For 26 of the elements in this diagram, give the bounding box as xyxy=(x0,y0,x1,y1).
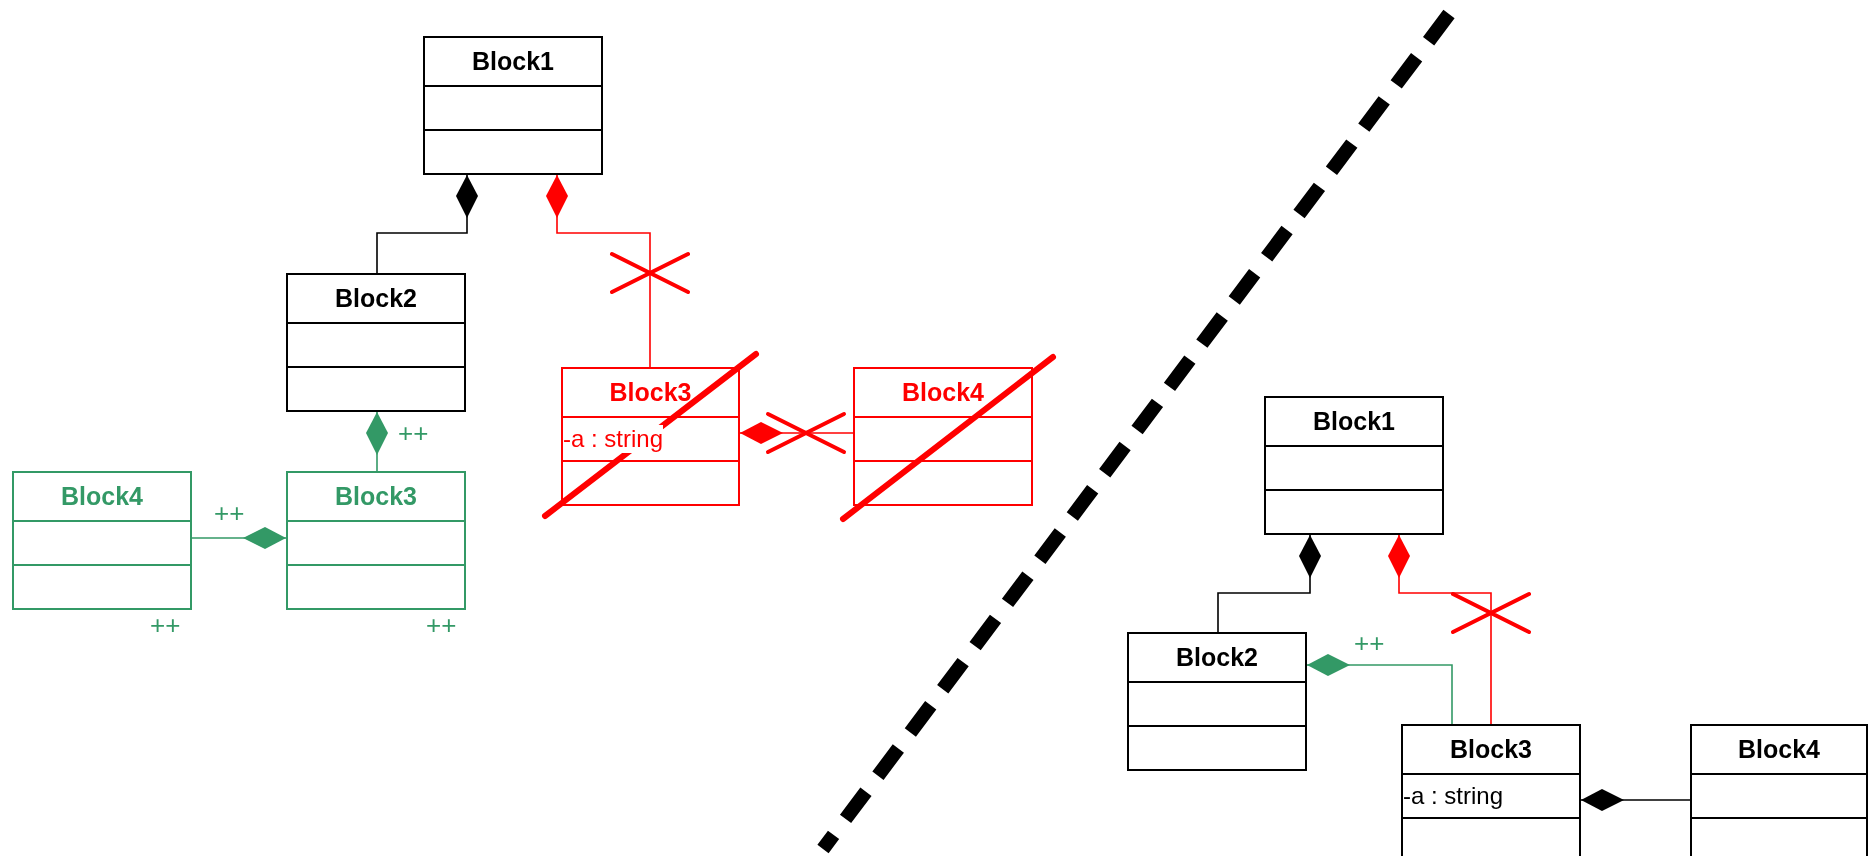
class-box xyxy=(12,471,192,610)
multiplicity-label: ++ xyxy=(425,612,458,638)
class-name: Block2 xyxy=(1176,643,1258,672)
class-box xyxy=(286,273,466,412)
multiplicity-label: ++ xyxy=(149,612,182,638)
class-box xyxy=(853,367,1033,506)
edge-label: ++ xyxy=(1353,630,1386,656)
class-name: Block3 xyxy=(609,378,692,407)
class-name: Block1 xyxy=(1313,407,1395,436)
attribute-text: -a : string xyxy=(563,425,664,453)
class-box xyxy=(286,471,466,610)
class-box xyxy=(423,36,603,175)
class-name: Block4 xyxy=(1738,735,1820,764)
class-box xyxy=(1127,632,1307,771)
class-name: Block3 xyxy=(1450,735,1532,764)
class-name: Block4 xyxy=(61,482,143,511)
class-box xyxy=(561,367,740,506)
class-name: Block2 xyxy=(335,284,417,313)
edge-label: ++ xyxy=(213,500,246,526)
class-name: Block4 xyxy=(902,378,984,407)
class-box xyxy=(1690,724,1868,856)
class-name: Block3 xyxy=(335,482,417,511)
edge-label: ++ xyxy=(397,420,430,446)
class-box xyxy=(1264,396,1444,535)
class-name: Block1 xyxy=(472,47,554,76)
class-box xyxy=(1401,724,1581,856)
